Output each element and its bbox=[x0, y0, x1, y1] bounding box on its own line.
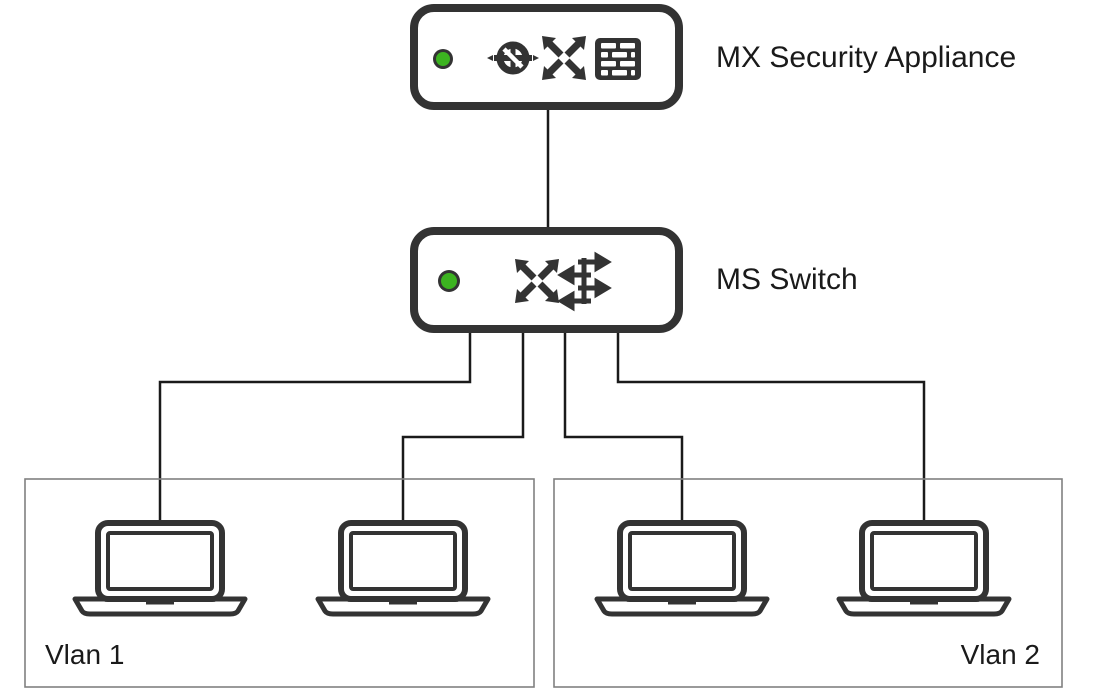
laptop-4[interactable] bbox=[836, 520, 1012, 617]
link-group bbox=[158, 105, 926, 523]
laptop-icon bbox=[594, 520, 770, 617]
vlan-1-label: Vlan 1 bbox=[45, 639, 125, 670]
ms-status-led-green bbox=[441, 273, 457, 289]
mx-status-led-green bbox=[436, 52, 450, 66]
laptop-icon bbox=[72, 520, 248, 617]
link-ms-to-laptop-4 bbox=[616, 331, 926, 523]
device-mx-security-appliance[interactable] bbox=[410, 4, 683, 110]
vlan-2-boundary bbox=[553, 478, 1063, 688]
link-ms-to-laptop-2 bbox=[401, 331, 525, 523]
port-traffic-arrows-icon bbox=[557, 251, 612, 312]
ms-switch-label: MS Switch bbox=[716, 263, 858, 296]
mx-chassis bbox=[410, 4, 683, 110]
laptop-icon bbox=[315, 520, 491, 617]
laptop-2[interactable] bbox=[315, 520, 491, 617]
ms-chassis bbox=[410, 227, 683, 333]
vlan-1-boundary bbox=[24, 478, 535, 688]
mx-security-appliance-label: MX Security Appliance bbox=[716, 41, 1017, 74]
vpn-globe-icon bbox=[487, 41, 539, 75]
vlan-2-label: Vlan 2 bbox=[960, 639, 1040, 670]
laptop-1[interactable] bbox=[72, 520, 248, 617]
firewall-brick-icon bbox=[595, 38, 641, 80]
link-ms-to-laptop-1 bbox=[158, 331, 472, 523]
device-ms-switch[interactable] bbox=[410, 227, 683, 333]
link-ms-to-laptop-3 bbox=[563, 331, 684, 523]
laptop-icon bbox=[836, 520, 1012, 617]
laptop-3[interactable] bbox=[594, 520, 770, 617]
